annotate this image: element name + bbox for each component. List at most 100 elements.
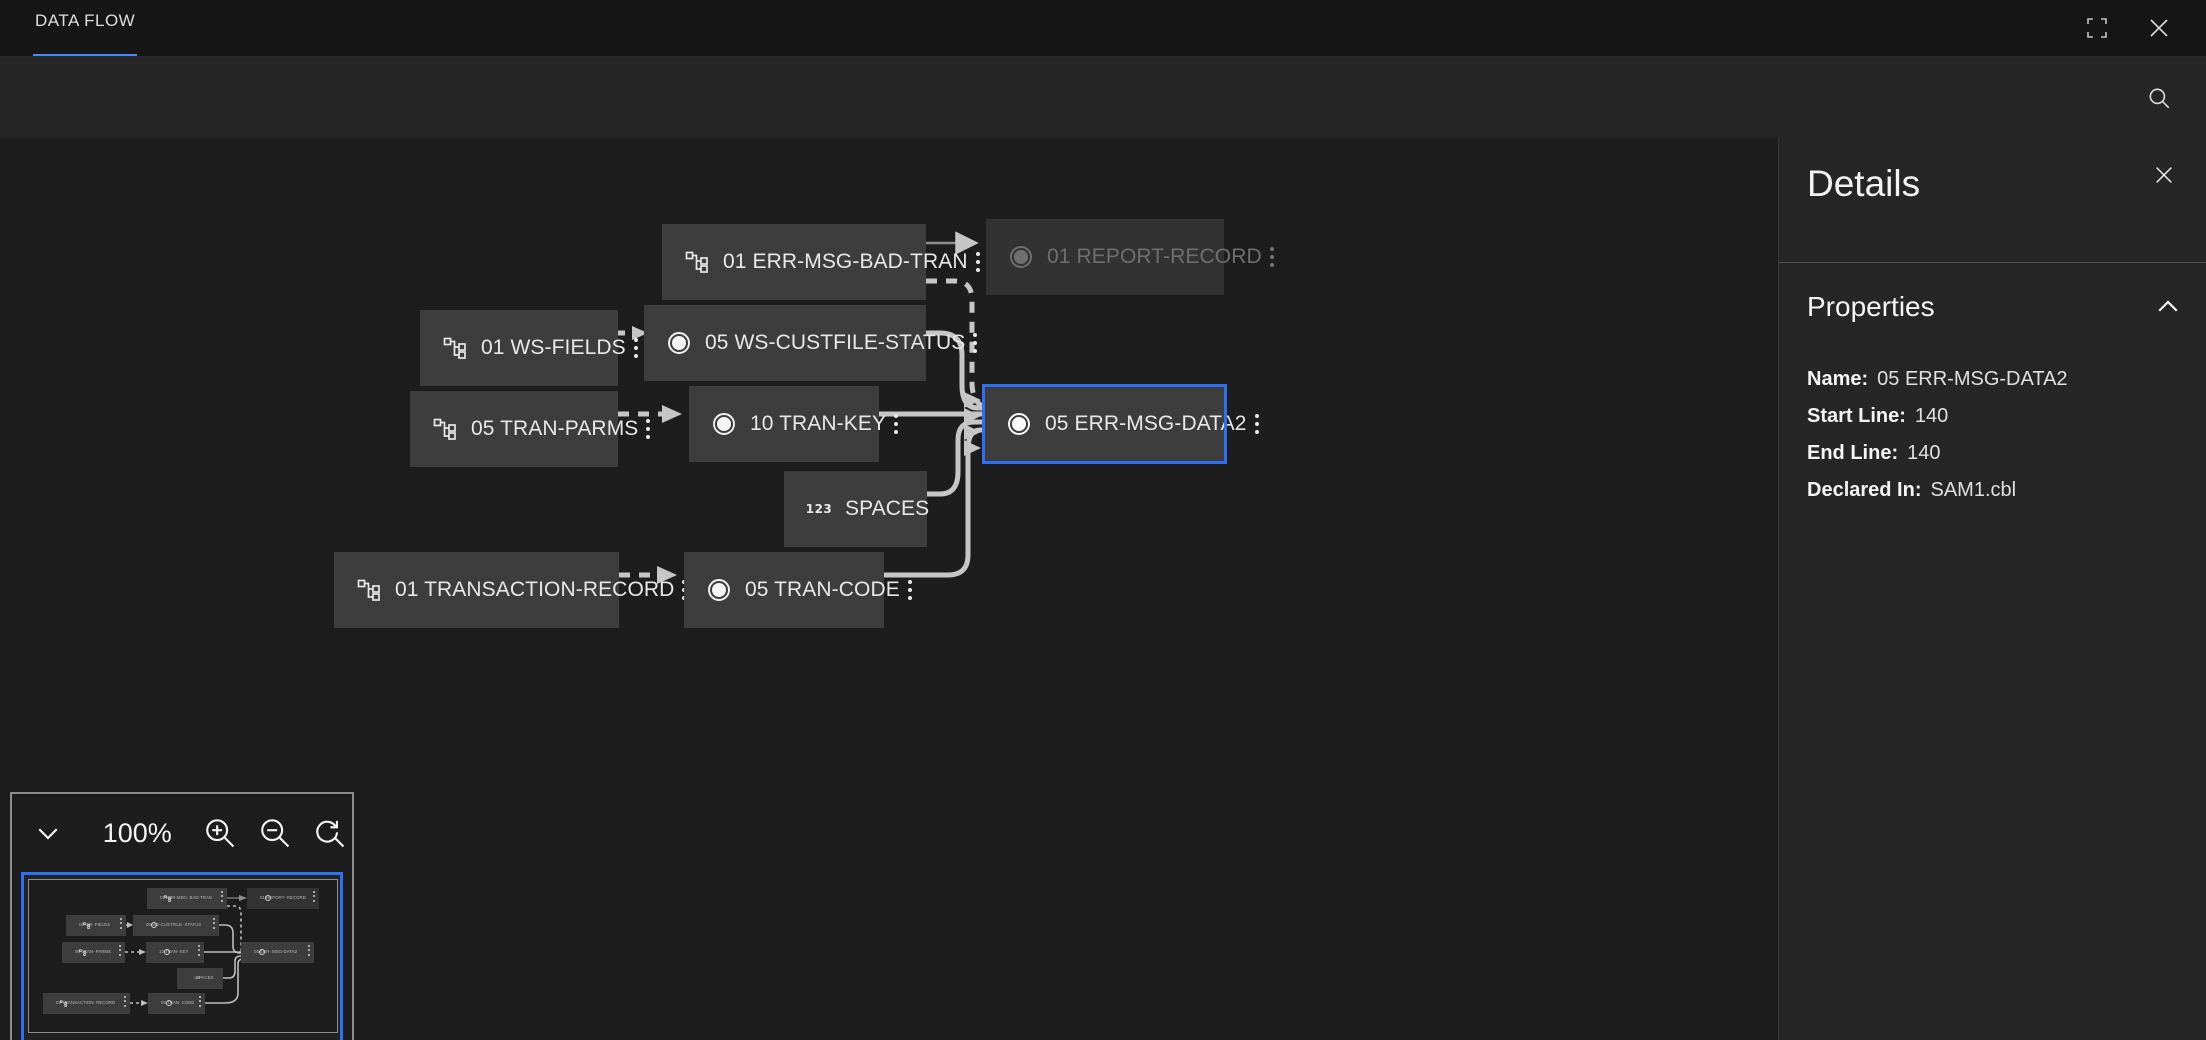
minimap-viewport[interactable]: 01 ERR-MSG- BAD-TRAN 01 REPORT- RECORD 0… xyxy=(21,872,343,1040)
top-bar: DATA FLOW xyxy=(0,0,2206,57)
node-overflow-menu[interactable] xyxy=(900,575,920,605)
minimap-node-label: 05 TRAN- PARMS xyxy=(75,949,111,955)
minimap-node: 05 TRAN- CODE xyxy=(148,993,205,1014)
node-overflow-menu xyxy=(120,918,122,929)
minimap-node: 01 REPORT- RECORD xyxy=(247,888,319,909)
details-header: Details xyxy=(1779,138,2206,263)
property-value: 140 xyxy=(1907,442,1941,464)
property-value: 140 xyxy=(1914,405,1949,427)
minimap-node: 10 TRAN- KEY xyxy=(146,942,204,963)
node-overflow-menu[interactable] xyxy=(886,409,906,439)
zoom-in-button[interactable] xyxy=(198,810,243,856)
zoom-reset-icon xyxy=(315,820,344,848)
property-key: End Line: xyxy=(1807,442,1899,464)
edge-arrow-tran-code xyxy=(657,566,677,584)
close-window-button[interactable] xyxy=(2142,11,2176,45)
chevron-up-icon xyxy=(2158,300,2178,312)
property-key: Declared In: xyxy=(1807,479,1922,501)
circle-icon xyxy=(166,1000,172,1006)
tree-icon xyxy=(83,922,90,929)
search-button[interactable] xyxy=(2142,81,2176,115)
minimap-collapse-button[interactable] xyxy=(26,810,71,856)
123-icon: 123 xyxy=(805,502,833,516)
graph-node-report-record[interactable]: 01 REPORT-RECORD xyxy=(986,219,1274,295)
minimap-node-label: 05 WS-CUSTFILE- STATUS xyxy=(146,922,202,928)
node-overflow-menu xyxy=(124,996,126,1007)
minimap-node: 01 TRANSACTION- RECORD xyxy=(43,993,130,1014)
minimap-node-label: 05 ERR- MSG-DATA2 xyxy=(254,949,298,955)
property-key: Name: xyxy=(1807,368,1869,390)
minimap-panel[interactable]: 100% xyxy=(10,792,354,1040)
tree-icon xyxy=(432,416,458,442)
details-close-button[interactable] xyxy=(2144,155,2184,195)
graph-node-err-msg-data2[interactable]: 05 ERR-MSG-DATA2 xyxy=(964,384,1259,464)
graph-canvas[interactable]: 01 ERR-MSG-BAD-TRAN 01 REPORT-RECORD 01 … xyxy=(0,138,1778,1040)
properties-section-title: Properties xyxy=(1807,291,1935,322)
properties-section-header[interactable]: Properties xyxy=(1779,263,2206,351)
circle-icon xyxy=(1008,244,1034,270)
tree-icon xyxy=(60,1000,67,1007)
node-overflow-menu[interactable] xyxy=(1262,242,1282,272)
node-label: 01 REPORT-RECORD xyxy=(1047,245,1262,268)
graph-node-tran-code[interactable]: 05 TRAN-CODE xyxy=(684,552,912,628)
graph-node-tran-parms[interactable]: 05 TRAN-PARMS xyxy=(410,391,651,467)
node-overflow-menu[interactable] xyxy=(965,328,985,358)
minimap-node-label: 01 REPORT- RECORD xyxy=(260,895,306,901)
minimap-node: 05 WS-CUSTFILE- STATUS xyxy=(133,915,219,936)
tree-icon xyxy=(684,249,710,275)
window-actions xyxy=(2080,0,2206,56)
minimap-graph: 01 ERR-MSG- BAD-TRAN 01 REPORT- RECORD 0… xyxy=(28,879,338,1033)
node-label: 10 TRAN-KEY xyxy=(750,412,887,435)
minimap-node-label: 05 TRAN- CODE xyxy=(161,1000,195,1006)
minimap-node: 01 ERR-MSG- BAD-TRAN xyxy=(147,888,227,909)
node-overflow-menu xyxy=(119,945,121,956)
graph-node-tran-key[interactable]: 10 TRAN-KEY xyxy=(689,386,899,462)
minimap-node: 05 ERR- MSG-DATA2 xyxy=(241,942,314,963)
minimap-node: 123 SPACES xyxy=(177,968,223,989)
edge-arrow-custfile xyxy=(632,326,648,340)
node-overflow-menu[interactable] xyxy=(638,414,658,444)
node-label: 01 TRANSACTION-RECORD xyxy=(395,578,675,601)
node-label: 05 WS-CUSTFILE-STATUS xyxy=(705,331,966,354)
node-label: SPACES xyxy=(845,497,930,520)
zoom-reset-button[interactable] xyxy=(307,810,352,856)
graph-node-transaction-record[interactable]: 01 TRANSACTION-RECORD xyxy=(334,552,687,628)
node-label: 05 ERR-MSG-DATA2 xyxy=(1045,412,1247,435)
details-panel: Details Properties Name: 05 ERR-MSG-DATA… xyxy=(1778,138,2206,1040)
toolbar xyxy=(0,57,2206,138)
fullscreen-button[interactable] xyxy=(2080,11,2114,45)
graph-node-ws-custfile-status[interactable]: 05 WS-CUSTFILE-STATUS xyxy=(644,305,978,381)
tree-icon xyxy=(79,949,86,956)
node-overflow-menu[interactable] xyxy=(626,333,646,363)
details-title: Details xyxy=(1807,163,1921,204)
node-input-arrows xyxy=(964,392,986,456)
tab-data-flow[interactable]: DATA FLOW xyxy=(33,0,138,56)
property-value: 05 ERR-MSG-DATA2 xyxy=(1877,368,2068,390)
close-icon xyxy=(2156,167,2172,183)
node-overflow-menu[interactable] xyxy=(1247,409,1267,439)
minimap-node-label: 01 TRANSACTION- RECORD xyxy=(56,1000,116,1006)
circle-icon xyxy=(259,949,265,955)
circle-icon xyxy=(164,949,170,955)
circle-icon xyxy=(265,895,271,901)
tree-icon xyxy=(442,335,468,361)
properties-collapse-toggle[interactable] xyxy=(2152,291,2184,323)
circle-icon xyxy=(666,330,692,356)
graph-node-err-msg-bad-tran[interactable]: 01 ERR-MSG-BAD-TRAN xyxy=(662,224,980,300)
circle-icon xyxy=(1006,411,1032,437)
property-key: Start Line: xyxy=(1807,405,1906,427)
node-overflow-menu xyxy=(313,891,315,902)
zoom-level-label: 100% xyxy=(102,817,172,848)
close-icon xyxy=(2150,19,2168,37)
tree-icon xyxy=(164,895,171,902)
zoom-out-button[interactable] xyxy=(253,810,298,856)
minimap-node: 05 TRAN- PARMS xyxy=(62,942,125,963)
node-overflow-menu[interactable] xyxy=(968,247,988,277)
zoom-in-icon xyxy=(206,819,235,848)
graph-node-spaces[interactable]: 123 SPACES xyxy=(784,471,930,547)
zoom-out-icon xyxy=(261,819,290,848)
node-overflow-menu xyxy=(213,918,215,929)
node-overflow-menu xyxy=(221,891,223,902)
property-value: SAM1.cbl xyxy=(1930,479,2017,501)
graph-node-ws-fields[interactable]: 01 WS-FIELDS xyxy=(420,310,638,386)
